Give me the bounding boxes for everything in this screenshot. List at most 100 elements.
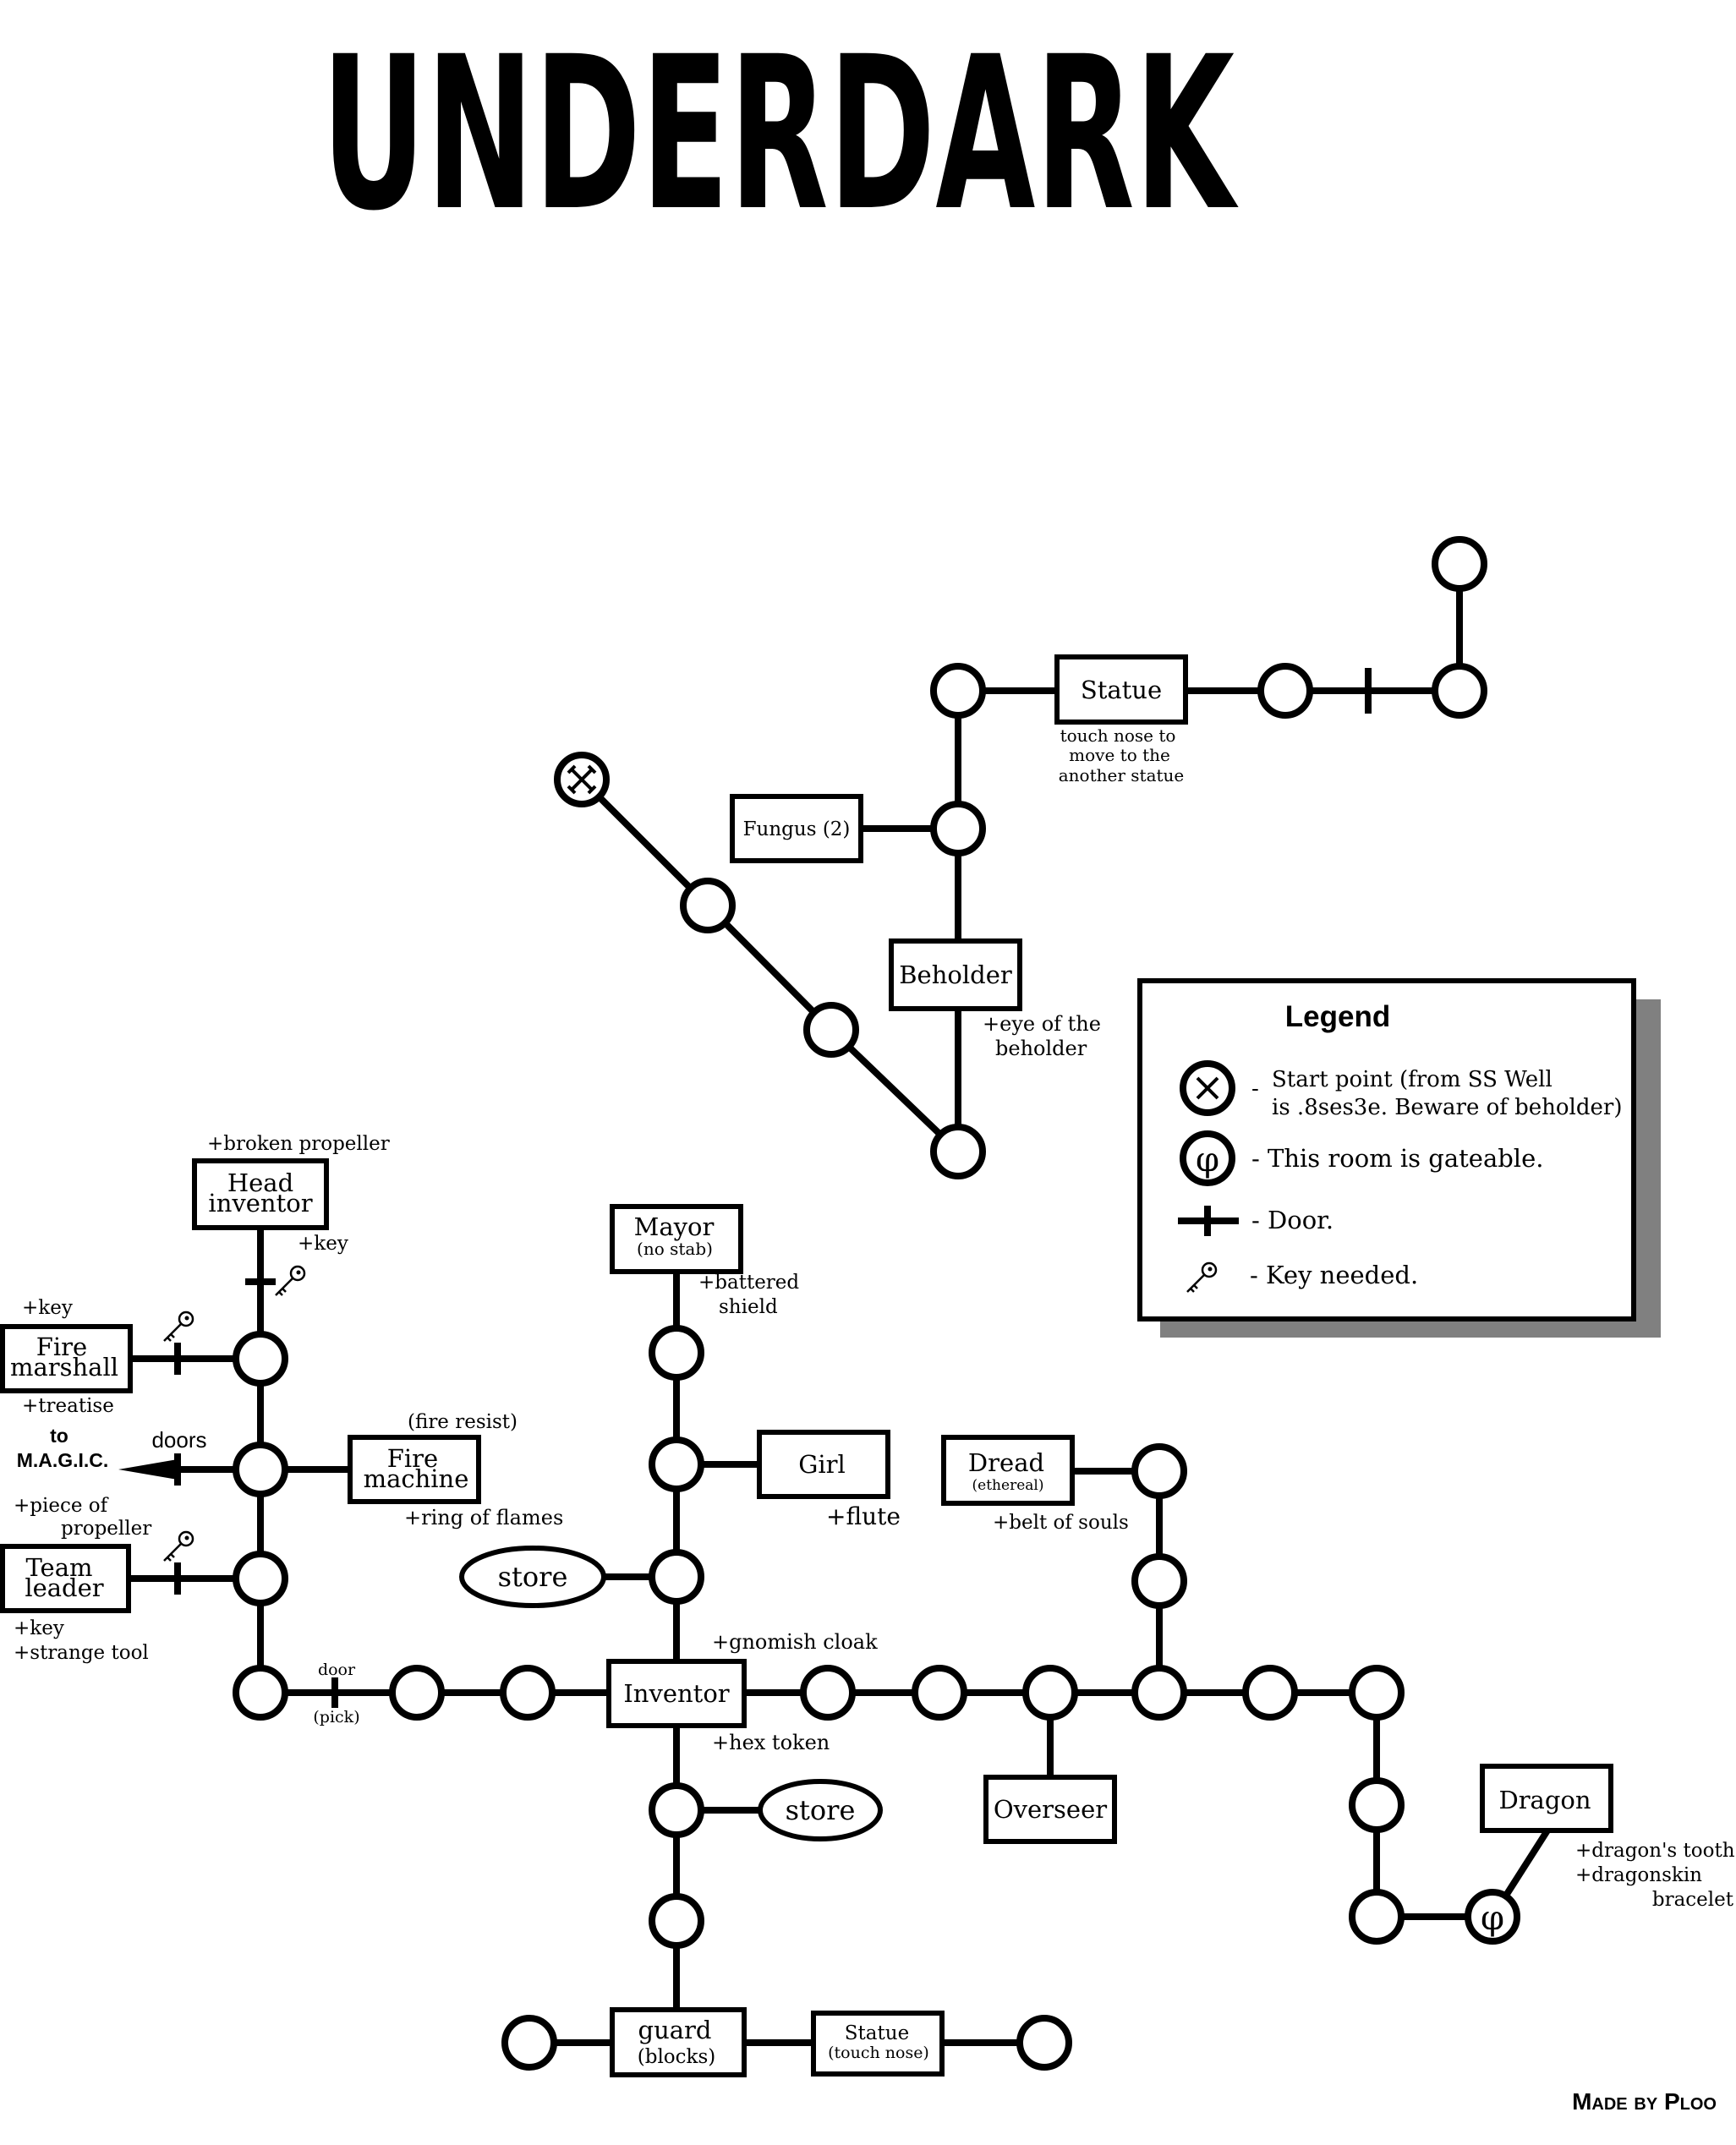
beholder-box[interactable]	[889, 938, 1022, 1011]
door-markers	[174, 668, 1372, 1708]
room-node[interactable]	[800, 1665, 856, 1721]
legend-start-icon	[1180, 1060, 1235, 1116]
fire-marshall-note-above: +key	[22, 1297, 73, 1319]
room-node[interactable]	[1131, 1443, 1187, 1499]
dragon-note-line2: +dragonskin	[1575, 1864, 1702, 1886]
team-leader-line1: Team	[25, 1553, 92, 1582]
room-node[interactable]	[1131, 1553, 1187, 1609]
statue-note-line1: touch nose to	[1060, 725, 1176, 746]
credit-text: Made by Ploo	[1572, 2088, 1717, 2115]
key-icon	[162, 1530, 194, 1562]
room-node[interactable]	[501, 2015, 557, 2071]
legend: Legend - Start point (from SS Well is .8…	[1137, 978, 1661, 1338]
inventor-note-below: +hex token	[712, 1731, 830, 1754]
fire-marshall-note-below: +treatise	[22, 1395, 114, 1417]
room-node[interactable]	[649, 1549, 704, 1605]
room-node[interactable]	[649, 1325, 704, 1381]
room-node[interactable]	[1257, 663, 1313, 719]
room-node[interactable]	[930, 801, 986, 856]
store-right-label: store	[786, 1794, 856, 1826]
key-markers	[162, 1265, 306, 1562]
room-node[interactable]	[1131, 1665, 1187, 1721]
room-node[interactable]	[233, 1665, 288, 1721]
room-node[interactable]	[233, 1442, 288, 1497]
room-node[interactable]	[233, 1551, 288, 1606]
mayor-box[interactable]	[610, 1204, 743, 1274]
room-node[interactable]	[912, 1665, 967, 1721]
legend-start-line2: is .8ses3e. Beware of beholder)	[1272, 1095, 1622, 1120]
mayor-line1: Mayor	[634, 1212, 715, 1241]
exit-labels: to M.A.G.I.C. doors	[17, 1425, 207, 1471]
team-leader-line2: leader	[25, 1573, 103, 1602]
room-node[interactable]	[1349, 1777, 1405, 1833]
key-icon	[162, 1311, 194, 1343]
dread-box[interactable]	[941, 1435, 1075, 1506]
exit-magic-label: M.A.G.I.C.	[17, 1449, 109, 1471]
room-node[interactable]	[930, 1124, 986, 1179]
guard-line1: guard	[638, 2016, 712, 2044]
exit-arrow-icon[interactable]	[118, 1459, 178, 1480]
room-node[interactable]	[803, 1002, 859, 1058]
beholder-note-line2: beholder	[995, 1037, 1087, 1060]
room-node[interactable]	[649, 1782, 704, 1838]
dragon-note-line1: +dragon's tooth	[1575, 1840, 1735, 1862]
room-node[interactable]	[930, 663, 986, 719]
mayor-note-line2: shield	[719, 1296, 778, 1318]
legend-gate-text: - This room is gateable.	[1251, 1144, 1543, 1173]
legend-key-text: - Key needed.	[1250, 1261, 1418, 1289]
room-boxes	[0, 654, 1613, 2077]
statue-bottom-line1: Statue	[845, 2022, 909, 2044]
fire-marshall-box[interactable]	[0, 1324, 133, 1393]
store-left-oval[interactable]	[459, 1546, 606, 1608]
start-room[interactable]	[554, 752, 610, 807]
store-left-label: store	[498, 1561, 568, 1593]
room-node[interactable]	[1349, 1665, 1405, 1721]
statue-note-line2: move to the	[1069, 745, 1170, 765]
room-node[interactable]	[389, 1665, 445, 1721]
beholder-label: Beholder	[899, 960, 1012, 989]
statue-bottom-line2: (touch nose)	[828, 2044, 929, 2062]
team-leader-box[interactable]	[0, 1544, 131, 1613]
head-inventor-box[interactable]	[192, 1158, 329, 1230]
inventor-box[interactable]	[606, 1659, 747, 1728]
team-leader-note-above-2: propeller	[61, 1518, 151, 1540]
plain-rooms	[233, 536, 1487, 2071]
room-node[interactable]	[1242, 1665, 1298, 1721]
room-node[interactable]	[649, 1436, 704, 1492]
overseer-box[interactable]	[983, 1775, 1117, 1844]
fire-machine-note-above: (fire resist)	[408, 1411, 518, 1433]
room-node[interactable]	[1016, 2015, 1072, 2071]
fire-machine-box[interactable]	[348, 1435, 481, 1504]
fire-machine-line2: machine	[364, 1464, 469, 1493]
dread-line2: (ethereal)	[972, 1477, 1044, 1494]
team-leader-note-below-1: +key	[14, 1617, 64, 1639]
fire-marshall-line1: Fire	[36, 1332, 87, 1361]
legend-gate-icon: φ	[1180, 1130, 1235, 1186]
key-icon	[274, 1265, 306, 1297]
dragon-box[interactable]	[1480, 1764, 1613, 1833]
store-right-oval[interactable]	[758, 1779, 883, 1841]
room-node[interactable]	[233, 1331, 288, 1387]
statue-top-label: Statue	[1081, 676, 1162, 704]
dragon-note-line3: bracelet	[1652, 1889, 1734, 1911]
guard-box[interactable]	[610, 2007, 747, 2077]
girl-box[interactable]	[757, 1430, 890, 1499]
legend-door-text: - Door.	[1251, 1206, 1333, 1234]
room-node[interactable]	[500, 1665, 556, 1721]
statue-bottom-box[interactable]	[811, 2011, 945, 2077]
beholder-note-line1: +eye of the	[983, 1012, 1101, 1036]
room-node[interactable]	[1432, 536, 1487, 592]
room-node[interactable]	[1432, 663, 1487, 719]
room-node[interactable]	[649, 1893, 704, 1949]
head-inventor-note-key: +key	[298, 1233, 348, 1255]
room-labels: Statue Fungus (2) Beholder Head inventor…	[10, 676, 1591, 2068]
room-node[interactable]	[1349, 1889, 1405, 1945]
room-notes: touch nose to move to the another statue…	[14, 725, 1735, 1911]
fire-machine-note-below: +ring of flames	[404, 1506, 563, 1529]
gateable-room[interactable]: φ	[1465, 1889, 1520, 1945]
room-node[interactable]	[680, 878, 736, 933]
fungus-box[interactable]	[730, 794, 863, 863]
room-node[interactable]	[1022, 1665, 1078, 1721]
statue-top-box[interactable]	[1054, 654, 1188, 725]
